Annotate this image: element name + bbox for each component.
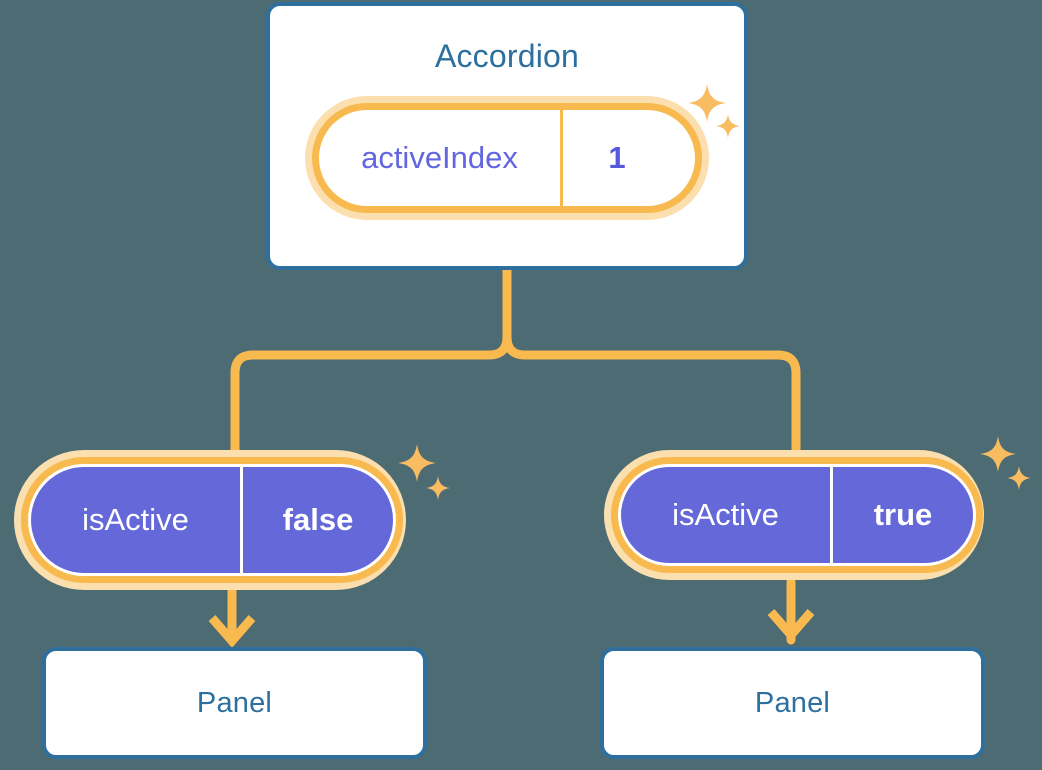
state-pill-halo: activeIndex 1 [305, 96, 709, 220]
arrow-down-icon-left [208, 615, 256, 648]
connector-branch-left [230, 332, 512, 457]
state-key-isactive-left: isActive [31, 467, 243, 573]
component-card-panel-left[interactable]: Panel [42, 647, 427, 759]
state-pill-ring: activeIndex 1 [312, 103, 702, 213]
state-pill-halo: isActive true [604, 450, 984, 580]
state-pill-halo: isActive false [14, 450, 406, 590]
state-pill-isactive-right[interactable]: isActive true [604, 450, 984, 580]
state-pill-ring: isActive false [21, 457, 403, 583]
state-key-activeindex: activeIndex [319, 110, 563, 206]
state-pill-body: isActive false [28, 464, 396, 576]
state-pill-ring: isActive true [611, 457, 983, 573]
component-title-panel-left: Panel [196, 686, 273, 719]
sparkle-icon [980, 436, 1016, 472]
component-title-panel-right: Panel [754, 686, 831, 719]
state-value-isactive-left: false [282, 502, 354, 537]
component-card-panel-right[interactable]: Panel [600, 647, 985, 759]
state-pill-isactive-left[interactable]: isActive false [14, 450, 406, 590]
component-title-accordion: Accordion [434, 38, 580, 74]
state-pill-body: activeIndex 1 [319, 110, 695, 206]
sparkle-icon-small [426, 476, 450, 500]
state-key-isactive-right: isActive [621, 467, 833, 563]
sparkle-icon-small [1007, 466, 1031, 490]
state-pill-body: isActive true [618, 464, 976, 566]
state-value-isactive-right: true [873, 497, 933, 532]
connector-branch-right [502, 332, 801, 457]
arrow-down-icon-right [767, 609, 815, 642]
state-value-activeindex: 1 [608, 140, 626, 175]
state-pill-activeindex[interactable]: activeIndex 1 [305, 96, 709, 220]
